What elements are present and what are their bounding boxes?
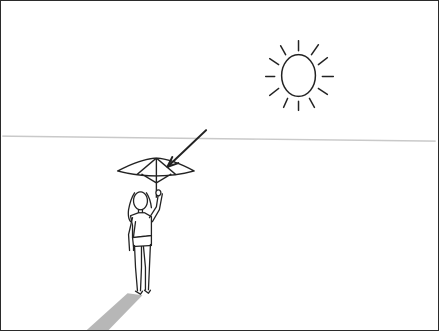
person-figure — [128, 190, 162, 294]
sun-icon — [266, 41, 334, 111]
horizon-line — [2, 136, 435, 141]
pointer-arrow — [167, 130, 206, 167]
shadow — [87, 293, 143, 330]
